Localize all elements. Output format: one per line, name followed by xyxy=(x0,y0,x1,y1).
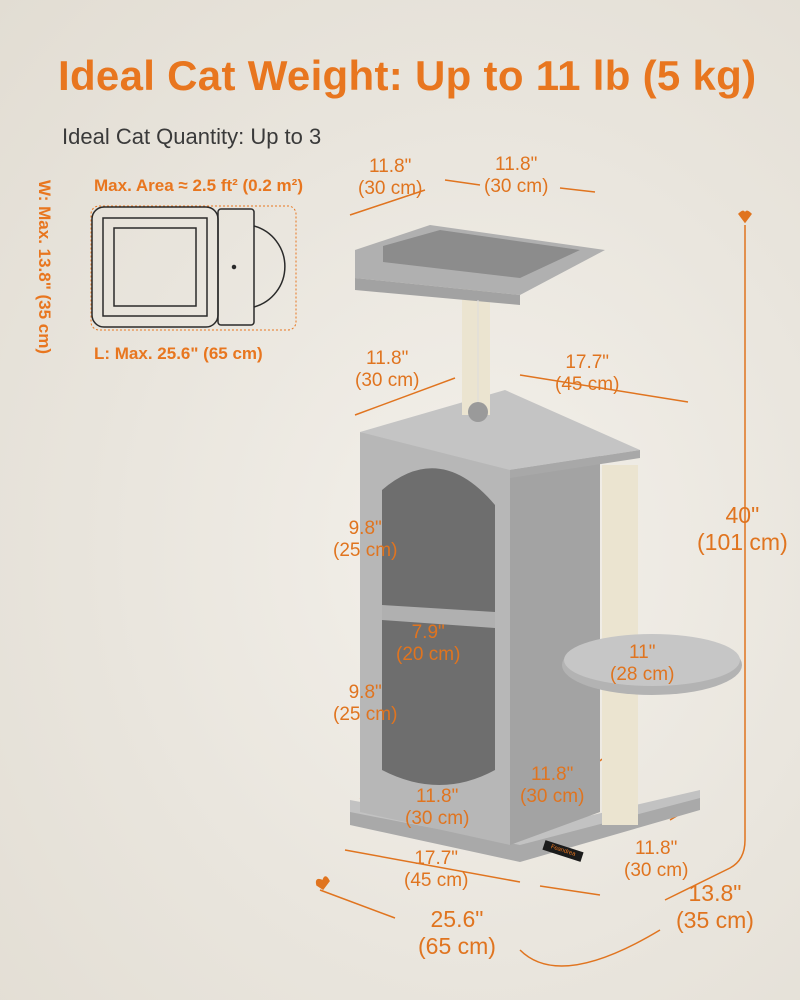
label-condo-width: 11.8"(30 cm) xyxy=(405,786,470,829)
label-upper-cave: 9.8"(25 cm) xyxy=(333,518,398,561)
base-board xyxy=(350,795,700,862)
label-platform-depth: 11.8"(30 cm) xyxy=(355,348,420,391)
condo-cave xyxy=(382,468,495,785)
label-overall-depth: 13.8"(35 cm) xyxy=(676,880,754,933)
label-base-width: 17.7"(45 cm) xyxy=(404,848,469,891)
label-round-platform: 11"(28 cm) xyxy=(610,642,675,685)
label-overall-length: 25.6"(65 cm) xyxy=(418,906,496,959)
sisal-post xyxy=(602,685,638,825)
label-cave-shelf: 7.9"(20 cm) xyxy=(396,622,461,665)
condo-top-platform xyxy=(360,390,640,470)
label-top-depth: 11.8"(30 cm) xyxy=(358,156,423,199)
footprint-area: Max. Area ≈ 2.5 ft² (0.2 m²) xyxy=(94,176,303,195)
label-top-width: 11.8"(30 cm) xyxy=(484,154,549,197)
label-total-height: 40"(101 cm) xyxy=(697,502,788,555)
toy-ball xyxy=(468,402,488,422)
label-condo-depth: 11.8"(30 cm) xyxy=(520,764,585,807)
label-lower-cave: 9.8"(25 cm) xyxy=(333,682,398,725)
label-base-depth: 11.8"(30 cm) xyxy=(624,838,689,881)
label-platform-width: 17.7"(45 cm) xyxy=(555,352,620,395)
footprint-width: W: Max. 13.8" (35 cm) xyxy=(35,180,54,355)
footprint-length: L: Max. 25.6" (65 cm) xyxy=(94,344,263,363)
sisal-post xyxy=(602,465,638,655)
footprint-diagram xyxy=(90,205,297,331)
sisal-post xyxy=(462,285,490,415)
subtitle: Ideal Cat Quantity: Up to 3 xyxy=(62,124,322,149)
page-title: Ideal Cat Weight: Up to 11 lb (5 kg) xyxy=(58,52,757,99)
